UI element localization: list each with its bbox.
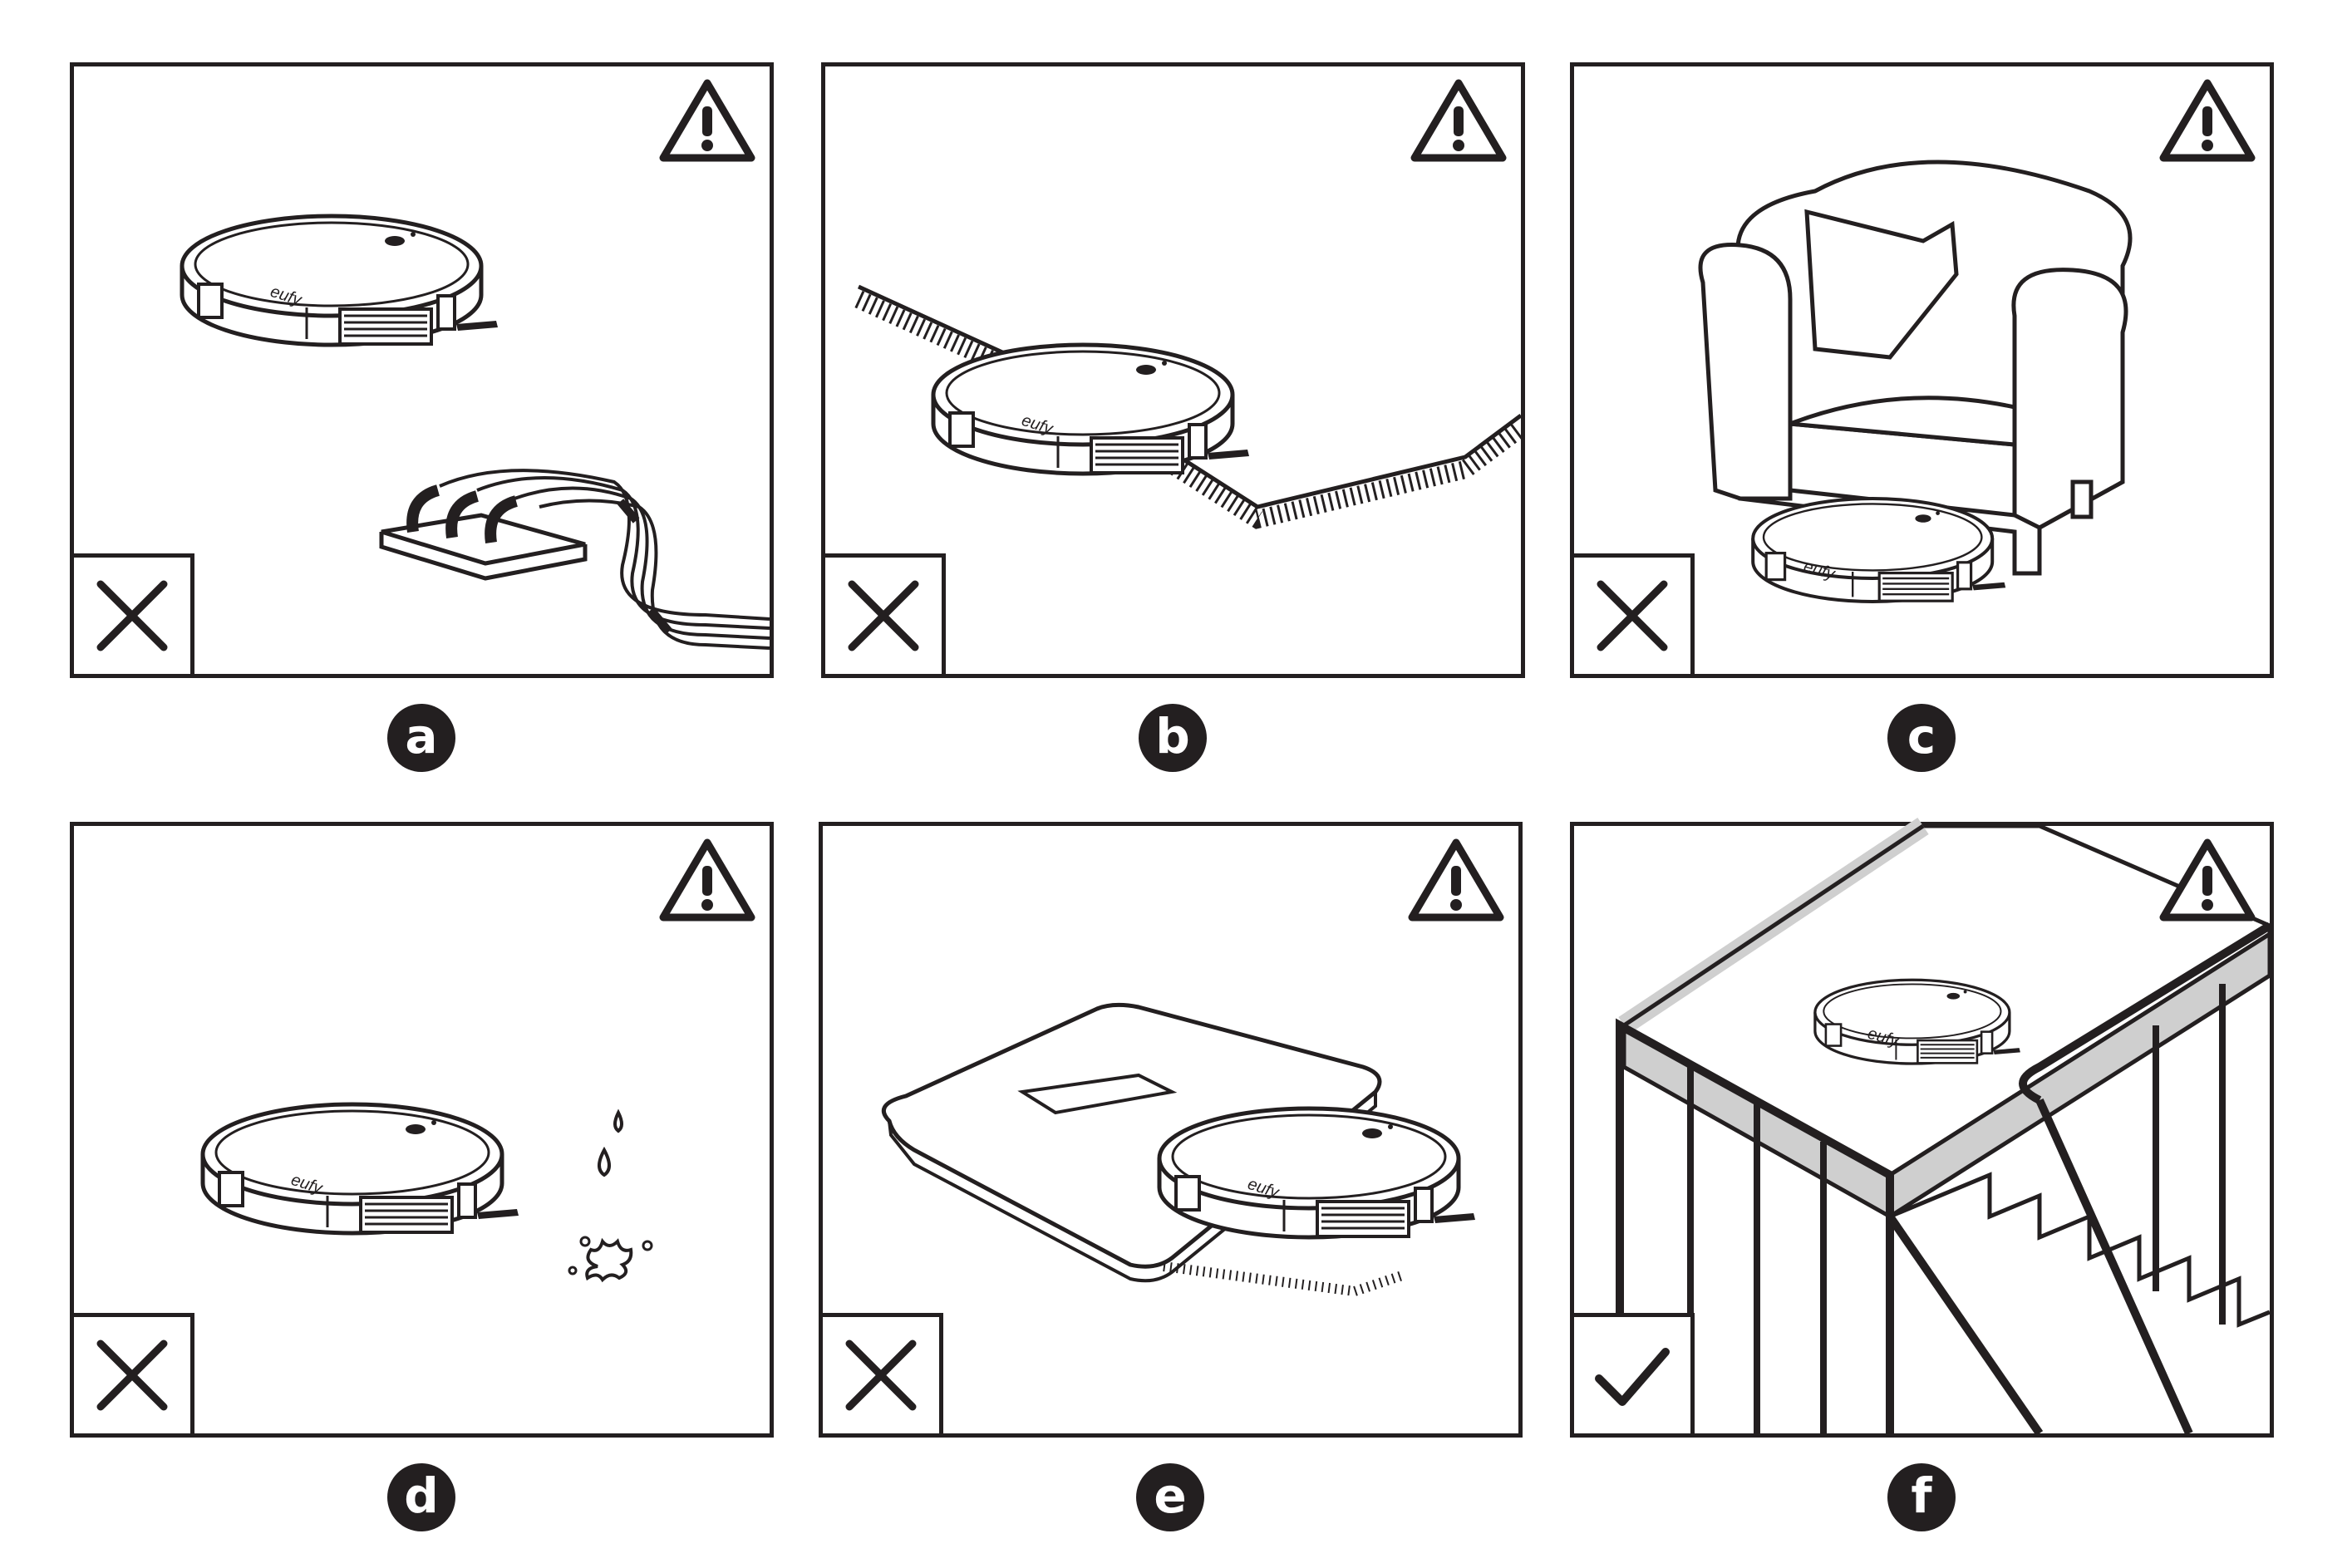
prohibited-mark (1570, 553, 1695, 678)
robot-vacuum (1753, 499, 2005, 602)
cushion (1804, 209, 1959, 360)
robot-vacuum (933, 345, 1249, 474)
panel-d: eufy (70, 822, 774, 1438)
liquid-splash (585, 1237, 633, 1283)
allowed-mark (1570, 1313, 1695, 1438)
cross-icon (845, 1339, 917, 1411)
prohibited-mark (70, 553, 194, 678)
prohibited-mark (70, 1313, 194, 1438)
check-icon (1595, 1348, 1670, 1406)
robot-vacuum (1813, 978, 2022, 1065)
prohibited-mark (819, 1313, 943, 1438)
panel-label-a: a (387, 704, 455, 772)
panel-e: eufy (819, 822, 1523, 1438)
prohibited-mark (821, 553, 946, 678)
staircase (1889, 1172, 2271, 1328)
panel-label-c: c (1887, 704, 1956, 772)
warning-triangle-icon (2159, 838, 2256, 922)
robot-near-cables-illustration: eufy (74, 66, 770, 650)
panel-a: eufy (70, 62, 774, 678)
panel-label-b: b (1139, 704, 1207, 772)
warning-triangle-icon (2159, 79, 2256, 162)
panel-label-e: e (1136, 1463, 1204, 1531)
floor-scale (881, 1002, 1382, 1269)
panel-label-d: d (387, 1463, 455, 1531)
warning-triangle-icon (1408, 838, 1504, 922)
scale-display (1017, 1073, 1178, 1115)
robot-vacuum (182, 216, 498, 345)
water-drop (613, 1108, 623, 1133)
panel-label-f: f (1887, 1463, 1956, 1531)
robot-near-liquid-illustration: eufy (74, 826, 653, 1283)
robot-under-armchair-illustration: eufy (1698, 160, 2133, 674)
cross-icon (1597, 580, 1668, 651)
robot-vacuum (203, 1104, 519, 1233)
cross-icon (96, 1339, 168, 1411)
robot-on-platform-with-stairs-illustration: eufy (1616, 818, 2272, 1436)
water-drop (598, 1146, 611, 1177)
robot-under-scale-illustration: eufy (881, 1002, 1518, 1297)
warning-triangle-icon (659, 838, 755, 922)
panel-c: eufy (1570, 62, 2274, 678)
cross-icon (848, 580, 919, 651)
warning-triangle-icon (659, 79, 755, 162)
robot-vacuum (1159, 1108, 1475, 1237)
warning-triangle-icon (1410, 79, 1507, 162)
robot-on-rug-fringe-illustration: eufy (854, 284, 1527, 529)
panel-b: eufy (821, 62, 1527, 678)
panel-f: eufy (1570, 818, 2274, 1438)
cross-icon (96, 580, 168, 651)
